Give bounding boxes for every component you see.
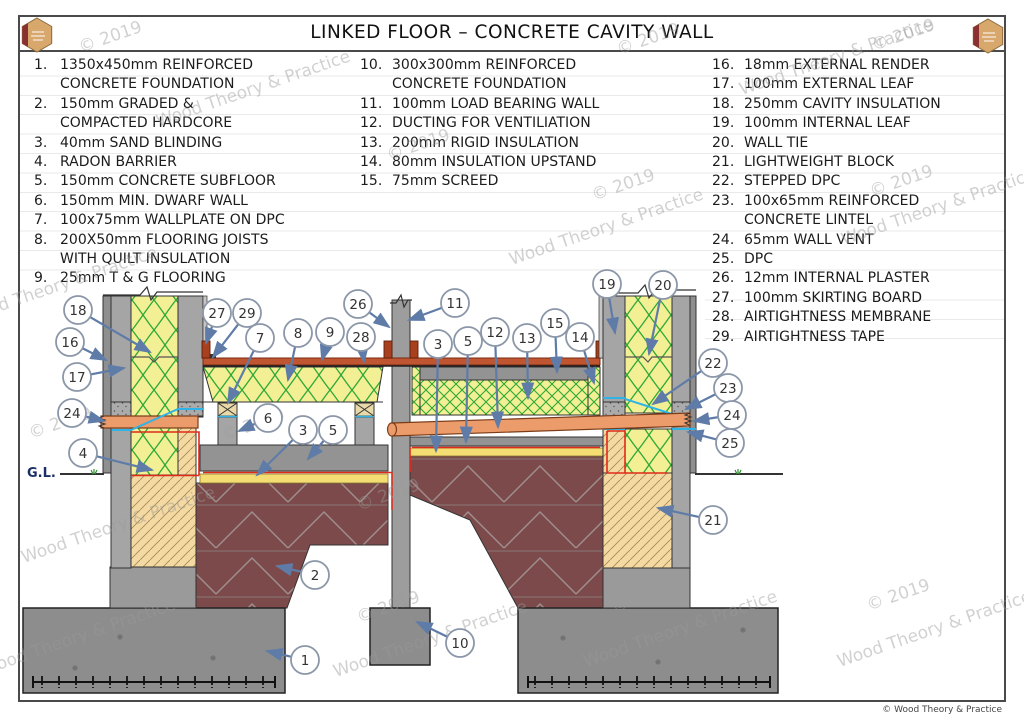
legend-item-text: 300x300mm REINFORCED CONCRETE FOUNDATION (392, 57, 577, 93)
legend-item-number: 4. (34, 154, 48, 171)
legend-item-text: DUCTING FOR VENTILIATION (392, 115, 591, 132)
legend-item-text: 200mm RIGID INSULATION (392, 134, 580, 151)
legend-item-text: STEPPED DPC (744, 173, 841, 190)
legend-item: 24. 65mm WALL VENT (712, 231, 1008, 250)
legend-column-1: 1. 1350x450mm REINFORCED CONCRETE FOUNDAT… (34, 56, 346, 289)
legend-item: 14. 80mm INSULATION UPSTAND (360, 153, 678, 172)
legend-column-2: 10. 300x300mm REINFORCED CONCRETE FOUNDAT… (360, 56, 678, 192)
legend-item-text: LIGHTWEIGHT BLOCK (744, 154, 894, 171)
legend-ruling (20, 57, 1004, 281)
footer-credit: © Wood Theory & Practice (882, 705, 1002, 715)
legend-item: 19. 100mm INTERNAL LEAF (712, 114, 1008, 133)
legend-item-number: 17. (712, 76, 735, 93)
legend-item-text: 25mm T & G FLOORING (60, 270, 226, 287)
legend-item-number: 19. (712, 115, 735, 132)
legend-item-text: AIRTIGHTNESS TAPE (744, 328, 885, 345)
legend-item-text: 40mm SAND BLINDING (60, 134, 223, 151)
legend-item: 12. DUCTING FOR VENTILIATION (360, 114, 678, 133)
legend-item-text: 100mm EXTERNAL LEAF (744, 76, 915, 93)
legend-item: 17. 100mm EXTERNAL LEAF (712, 75, 1008, 94)
legend-item: 20. WALL TIE (712, 134, 1008, 153)
page-title: LINKED FLOOR – CONCRETE CAVITY WALL (310, 22, 714, 43)
legend-item: 8. 200X50mm FLOORING JOISTS WITH QUILT IN… (34, 231, 346, 270)
legend-item-number: 1. (34, 57, 48, 73)
legend-item: 4. RADON BARRIER (34, 153, 346, 172)
legend-item-text: 12mm INTERNAL PLASTER (744, 270, 930, 287)
legend-item-text: 65mm WALL VENT (744, 231, 874, 248)
legend-item: 13. 200mm RIGID INSULATION (360, 134, 678, 153)
legend-item-number: 27. (712, 289, 735, 306)
legend-item-text: 150mm MIN. DWARF WALL (60, 192, 248, 209)
legend-item-number: 6. (34, 192, 48, 209)
legend-item-number: 12. (360, 115, 383, 132)
legend-item: 7. 100x75mm WALLPLATE ON DPC (34, 211, 346, 230)
legend-item-number: 26. (712, 270, 735, 287)
legend-item: 15. 75mm SCREED (360, 172, 678, 191)
legend-item-number: 21. (712, 154, 735, 171)
legend-item: 21. LIGHTWEIGHT BLOCK (712, 153, 1008, 172)
legend-item-text: 18mm EXTERNAL RENDER (744, 57, 930, 73)
legend-column-3: 16. 18mm EXTERNAL RENDER 17. 100mm EXTERNAL… (712, 56, 1008, 347)
legend-item-text: 200X50mm FLOORING JOISTS WITH QUILT INSU… (60, 231, 269, 268)
legend-item-number: 8. (34, 231, 48, 248)
legend-item-text: DPC (744, 251, 773, 268)
legend-item: 6. 150mm MIN. DWARF WALL (34, 192, 346, 211)
legend-item-text: RADON BARRIER (60, 154, 177, 171)
legend-item-number: 10. (360, 57, 383, 73)
legend-item: 1. 1350x450mm REINFORCED CONCRETE FOUNDAT… (34, 56, 346, 95)
legend-item-text: 100mm LOAD BEARING WALL (392, 95, 600, 112)
legend-item-text: 75mm SCREED (392, 173, 499, 190)
legend-item: 11. 100mm LOAD BEARING WALL (360, 95, 678, 114)
legend-item-number: 15. (360, 173, 383, 190)
legend-item-text: 100x65mm REINFORCED CONCRETE LINTEL (744, 192, 920, 229)
legend-item-number: 28. (712, 309, 735, 326)
legend-item-number: 5. (34, 173, 48, 190)
legend-item-text: 80mm INSULATION UPSTAND (392, 154, 597, 171)
legend-item: 18. 250mm CAVITY INSULATION (712, 95, 1008, 114)
legend-item-number: 16. (712, 57, 735, 73)
legend-item-text: 1350x450mm REINFORCED CONCRETE FOUNDATIO… (60, 57, 254, 93)
legend-item: 25. DPC (712, 250, 1008, 269)
legend-item-number: 2. (34, 95, 48, 112)
legend-item: 9. 25mm T & G FLOORING (34, 269, 346, 288)
legend-item-number: 18. (712, 95, 735, 112)
legend-item-number: 7. (34, 212, 48, 229)
legend-item: 23. 100x65mm REINFORCED CONCRETE LINTEL (712, 192, 1008, 231)
legend-item-number: 9. (34, 270, 48, 287)
legend-item-number: 23. (712, 192, 735, 209)
legend-item-text: 100mm INTERNAL LEAF (744, 115, 911, 132)
legend-item-number: 29. (712, 328, 735, 345)
legend-item: 3. 40mm SAND BLINDING (34, 134, 346, 153)
legend-item-text: WALL TIE (744, 134, 809, 151)
legend-item-number: 25. (712, 251, 735, 268)
legend-item: 22. STEPPED DPC (712, 172, 1008, 191)
legend-item: 10. 300x300mm REINFORCED CONCRETE FOUNDAT… (360, 56, 678, 95)
legend-item-number: 13. (360, 134, 383, 151)
legend-item-text: 150mm GRADED & COMPACTED HARDCORE (60, 95, 233, 132)
legend-item: 26. 12mm INTERNAL PLASTER (712, 269, 1008, 288)
legend-item-text: 150mm CONCRETE SUBFLOOR (60, 173, 276, 190)
title-bar: LINKED FLOOR – CONCRETE CAVITY WALL (18, 15, 1006, 52)
legend-item-text: 250mm CAVITY INSULATION (744, 95, 941, 112)
legend-item: 27. 100mm SKIRTING BOARD (712, 289, 1008, 308)
legend-item: 2. 150mm GRADED & COMPACTED HARDCORE (34, 95, 346, 134)
legend-item-number: 24. (712, 231, 735, 248)
legend-item: 29. AIRTIGHTNESS TAPE (712, 328, 1008, 347)
legend-item-number: 22. (712, 173, 735, 190)
legend-ruling-right (705, 281, 1004, 341)
legend-item-number: 11. (360, 95, 383, 112)
legend-item: 28. AIRTIGHTNESS MEMBRANE (712, 308, 1008, 327)
legend-item: 16. 18mm EXTERNAL RENDER (712, 56, 1008, 75)
legend-item-text: AIRTIGHTNESS MEMBRANE (744, 309, 932, 326)
legend-item-number: 14. (360, 154, 383, 171)
legend-item-text: 100x75mm WALLPLATE ON DPC (60, 212, 285, 229)
legend-item-number: 3. (34, 134, 48, 151)
legend-item-text: 100mm SKIRTING BOARD (744, 289, 923, 306)
legend-item: 5. 150mm CONCRETE SUBFLOOR (34, 172, 346, 191)
legend-item-number: 20. (712, 134, 735, 151)
